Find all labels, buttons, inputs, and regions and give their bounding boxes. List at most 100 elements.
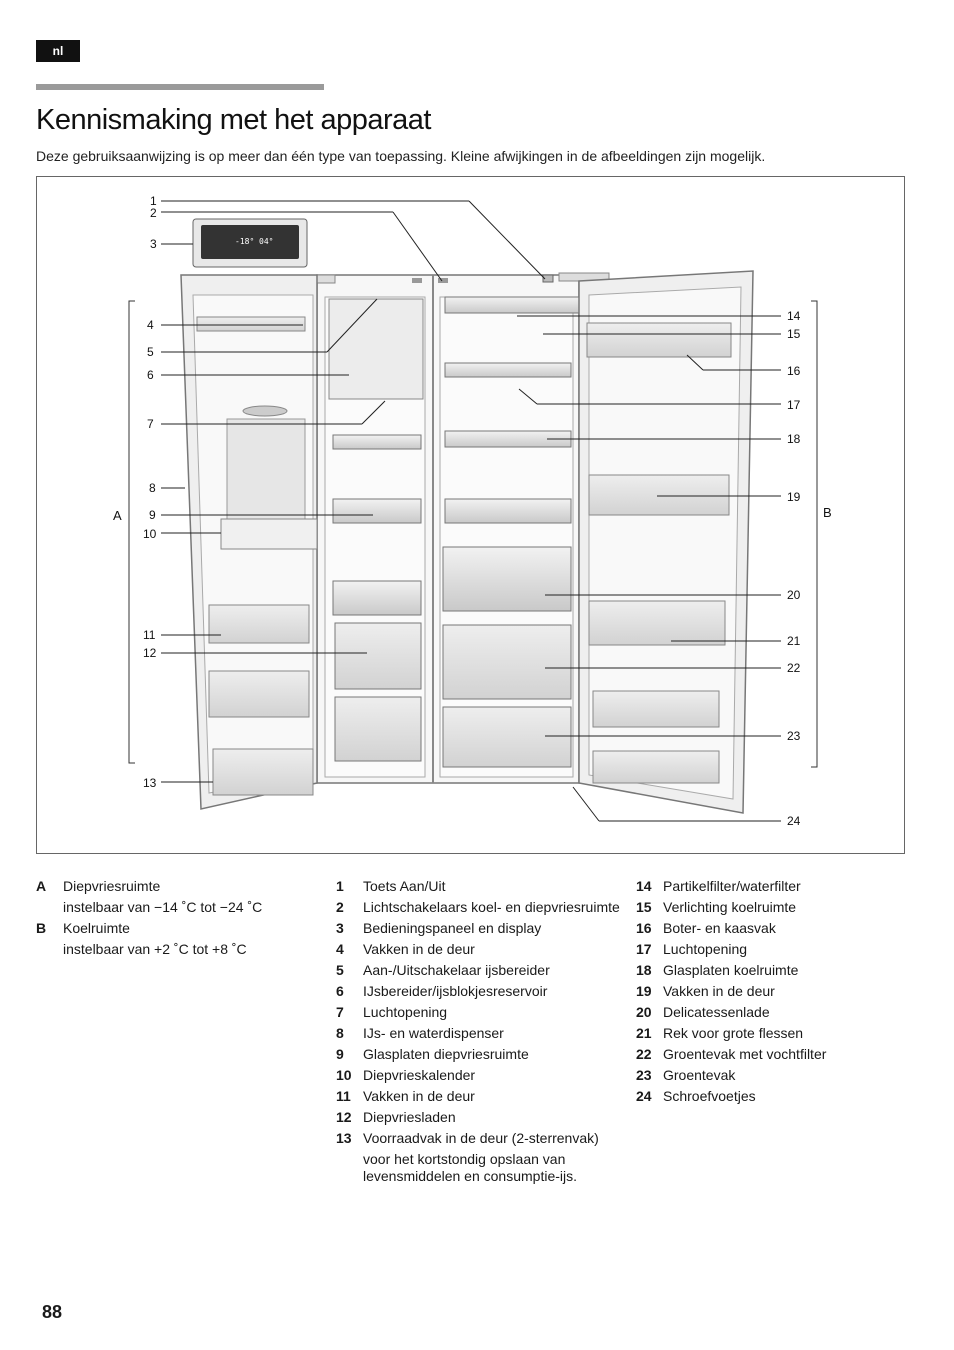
callout-10: 10: [143, 527, 157, 541]
legend-text: Voorraadvak in de deur (2-sterrenvak): [363, 1130, 599, 1146]
legend-key: 10: [336, 1067, 352, 1083]
legend-key: 21: [636, 1025, 652, 1041]
legend-key: 19: [636, 983, 652, 999]
callout-3: 3: [150, 237, 157, 251]
zone-a-label: A: [113, 508, 122, 523]
legend-items-14-24: 14 Partikelfilter/waterfilter 15 Verlichti…: [636, 878, 926, 1109]
legend-item: 15 Verlichting koelruimte: [636, 899, 926, 916]
legend-item: 1 Toets Aan/Uit: [336, 878, 626, 895]
display-freezer-temp: -18°: [235, 237, 254, 246]
callout-16: 16: [787, 364, 801, 378]
legend-text: Luchtopening: [663, 941, 748, 957]
legend-text: IJs- en waterdispenser: [363, 1025, 504, 1041]
legend-key: 23: [636, 1067, 652, 1083]
fridge-interior: [442, 296, 580, 768]
control-panel: -18° 04°: [192, 218, 308, 268]
legend-key: 8: [336, 1025, 344, 1041]
callout-9: 9: [149, 508, 156, 522]
legend-item: 24 Schroefvoetjes: [636, 1088, 926, 1105]
legend-key: 11: [336, 1088, 351, 1104]
legend-text: Glasplaten diepvriesruimte: [363, 1046, 529, 1062]
legend-text: Diepvriesladen: [363, 1109, 456, 1125]
legend-text: Aan-/Uitschakelaar ijsbereider: [363, 962, 550, 978]
callout-24: 24: [787, 814, 801, 828]
legend-key: 17: [636, 941, 652, 957]
callout-7: 7: [147, 417, 154, 431]
legend-text: Partikelfilter/waterfilter: [663, 878, 801, 894]
legend-text: Delicatessenlade: [663, 1004, 770, 1020]
legend-item: 23 Groentevak: [636, 1067, 926, 1084]
callout-2: 2: [150, 206, 157, 220]
legend-item: 14 Partikelfilter/waterfilter: [636, 878, 926, 895]
callout-20: 20: [787, 588, 801, 602]
callout-15: 15: [787, 327, 801, 341]
legend-text: Verlichting koelruimte: [663, 899, 797, 915]
legend-text: Vakken in de deur: [663, 983, 775, 999]
appliance-figure: -18° 04°: [36, 176, 905, 854]
legend-key: 5: [336, 962, 344, 978]
legend-text: Luchtopening: [363, 1004, 448, 1020]
callout-13: 13: [143, 776, 157, 790]
legend-item: A Diepvriesruimte: [36, 878, 316, 895]
legend-text: Schroefvoetjes: [663, 1088, 756, 1104]
legend-text: IJsbereider/ijsblokjesreservoir: [363, 983, 548, 999]
legend-text: Koelruimte: [63, 920, 130, 936]
legend-key: 15: [636, 899, 652, 915]
legend-key: 14: [636, 878, 652, 894]
callout-19: 19: [787, 490, 801, 504]
fridge-illustration: -18° 04°: [128, 200, 818, 822]
callout-17: 17: [787, 398, 801, 412]
legend-item: 19 Vakken in de deur: [636, 983, 926, 1000]
leader-lines: [161, 200, 781, 822]
header-rule: [36, 84, 324, 90]
legend-text: Vakken in de deur: [363, 941, 475, 957]
legend-key: 2: [336, 899, 344, 915]
callout-6: 6: [147, 368, 154, 382]
page-number: 88: [42, 1302, 63, 1322]
legend-key: 9: [336, 1046, 344, 1062]
callout-5: 5: [147, 345, 154, 359]
callout-22: 22: [787, 661, 801, 675]
freezer-interior: [328, 298, 424, 762]
legend-item: 12 Diepvriesladen: [336, 1109, 626, 1126]
legend-text: Vakken in de deur: [363, 1088, 475, 1104]
callout-12: 12: [143, 646, 157, 660]
legend-text: Diepvriesruimte: [63, 878, 161, 894]
legend-key: 24: [636, 1088, 652, 1104]
legend-key: 3: [336, 920, 344, 936]
zone-b-label: B: [823, 505, 832, 520]
legend-item: 8 IJs- en waterdispenser: [336, 1025, 626, 1042]
callout-23: 23: [787, 729, 801, 743]
legend-key: 7: [336, 1004, 344, 1020]
callout-18: 18: [787, 432, 801, 446]
legend-item: 5 Aan-/Uitschakelaar ijsbereider: [336, 962, 626, 979]
legend-key: 1: [336, 878, 344, 894]
legend-zones: A Diepvriesruimte instelbaar van −14 ˚C …: [36, 878, 316, 962]
legend-text: Groentevak: [663, 1067, 736, 1083]
legend-key: 18: [636, 962, 652, 978]
legend-key: A: [36, 878, 47, 894]
legend-key: 6: [336, 983, 344, 999]
legend-key: 4: [336, 941, 344, 957]
legend-subtext: instelbaar van +2 ˚C tot +8 ˚C: [63, 941, 247, 957]
display-fridge-temp: 04°: [259, 237, 273, 246]
callout-11: 11: [143, 628, 156, 642]
legend-key: 12: [336, 1109, 352, 1125]
legend-item: 4 Vakken in de deur: [336, 941, 626, 958]
fridge-door: [578, 270, 754, 814]
page-title: Kennismaking met het apparaat: [36, 104, 431, 136]
legend-key: B: [36, 920, 47, 936]
legend-text: Toets Aan/Uit: [363, 878, 446, 894]
callout-8: 8: [149, 481, 156, 495]
legend-text: Groentevak met vochtfilter: [663, 1046, 827, 1062]
legend-key: 13: [336, 1130, 352, 1146]
callout-4: 4: [147, 318, 154, 332]
